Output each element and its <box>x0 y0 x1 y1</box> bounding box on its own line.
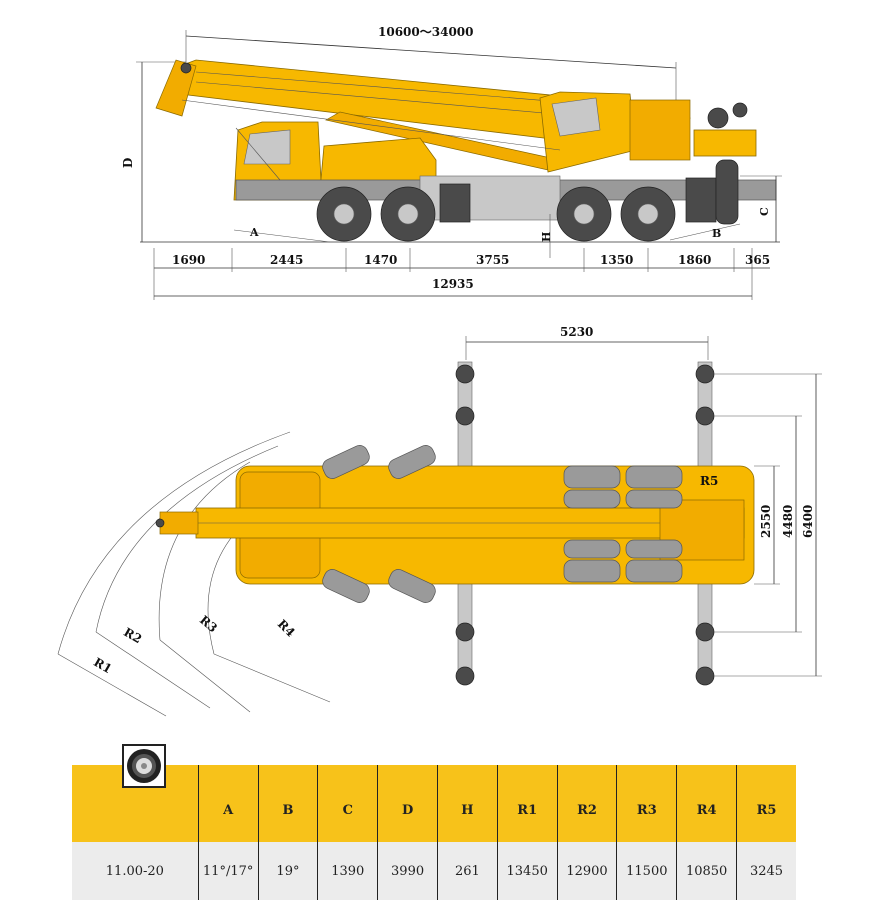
radius-r4-label: R4 <box>275 617 298 640</box>
wheel <box>380 186 436 242</box>
width-2550-label: 2550 <box>759 505 773 538</box>
departure-angle: B <box>669 223 741 241</box>
width-6400-label: 6400 <box>801 505 815 538</box>
width-dimensions: 2550 4480 6400 <box>714 373 822 677</box>
label-h: H <box>540 232 553 242</box>
label-a: A <box>249 226 259 239</box>
value-cell: 1390 <box>317 842 378 900</box>
width-4480-label: 4480 <box>781 505 795 538</box>
side-view-drawing: 10600～34000 D <box>121 25 782 300</box>
label-c: C <box>758 207 771 216</box>
header-cell: C <box>317 765 378 842</box>
value-cell: 19° <box>257 842 318 900</box>
segment-label: 2445 <box>270 253 303 267</box>
segment-label: 1350 <box>600 253 633 267</box>
segment-label: 1470 <box>364 253 397 267</box>
approach-angle: A <box>233 226 331 243</box>
segment-label: 1690 <box>172 253 205 267</box>
header-cell: R4 <box>676 765 737 842</box>
value-cell: 13450 <box>496 842 558 900</box>
wheel <box>556 186 612 242</box>
tire-icon <box>122 744 166 788</box>
header-cell: D <box>377 765 438 842</box>
outrigger-longitudinal-dimension: 5230 <box>465 325 709 360</box>
total-length-label: 12935 <box>432 277 474 291</box>
header-cell: A <box>197 765 259 842</box>
span-5230-label: 5230 <box>560 325 593 339</box>
boom-length-dimension: 10600～34000 <box>185 25 677 100</box>
height-c-dimension: C <box>740 175 782 242</box>
value-cell: 12900 <box>556 842 617 900</box>
boom-head <box>155 59 197 117</box>
wheel <box>316 186 372 242</box>
radius-r1-label: R1 <box>91 655 114 676</box>
value-cell: 3990 <box>377 842 438 900</box>
value-cell: 261 <box>436 842 498 900</box>
segment-label: 3755 <box>476 253 509 267</box>
tire-size-cell: 11.00-20 <box>72 842 199 900</box>
header-cell: B <box>257 765 318 842</box>
crane-side-illustration <box>155 59 777 242</box>
value-cell: 11°/17° <box>197 842 259 900</box>
spec-table: A B C D H R1 R2 R3 R4 R5 11.00-20 11°/17… <box>72 765 796 900</box>
outrigger-pad <box>695 364 715 686</box>
header-cell: R2 <box>556 765 617 842</box>
radius-r2-label: R2 <box>121 625 144 646</box>
top-view-drawing: 5230 R1 R2 R3 R4 <box>57 325 822 717</box>
wheel <box>620 186 676 242</box>
outrigger-pad <box>455 364 475 686</box>
table-header-row: A B C D H R1 R2 R3 R4 R5 <box>72 765 796 842</box>
label-d: D <box>121 158 135 168</box>
table-row: 11.00-20 11°/17° 19° 1390 3990 261 13450… <box>72 842 796 900</box>
crane-top-illustration: R5 <box>155 445 755 603</box>
value-cell: 10850 <box>676 842 737 900</box>
header-cell: H <box>436 765 498 842</box>
value-cell: 11500 <box>616 842 677 900</box>
header-cell: R1 <box>496 765 558 842</box>
segment-label: 1860 <box>678 253 711 267</box>
label-b: B <box>712 227 721 240</box>
ground-clearance-h: H <box>540 214 553 258</box>
length-dimension-chain: 1690 2445 1470 3755 1350 1860 365 12935 <box>153 248 770 300</box>
segment-label: 365 <box>745 253 770 267</box>
radius-r5-label: R5 <box>700 474 718 488</box>
header-cell: R5 <box>736 765 796 842</box>
boom-length-label: 10600～34000 <box>378 25 474 39</box>
header-cell: R3 <box>616 765 677 842</box>
radius-r3-label: R3 <box>197 613 220 636</box>
value-cell: 3245 <box>736 842 796 900</box>
